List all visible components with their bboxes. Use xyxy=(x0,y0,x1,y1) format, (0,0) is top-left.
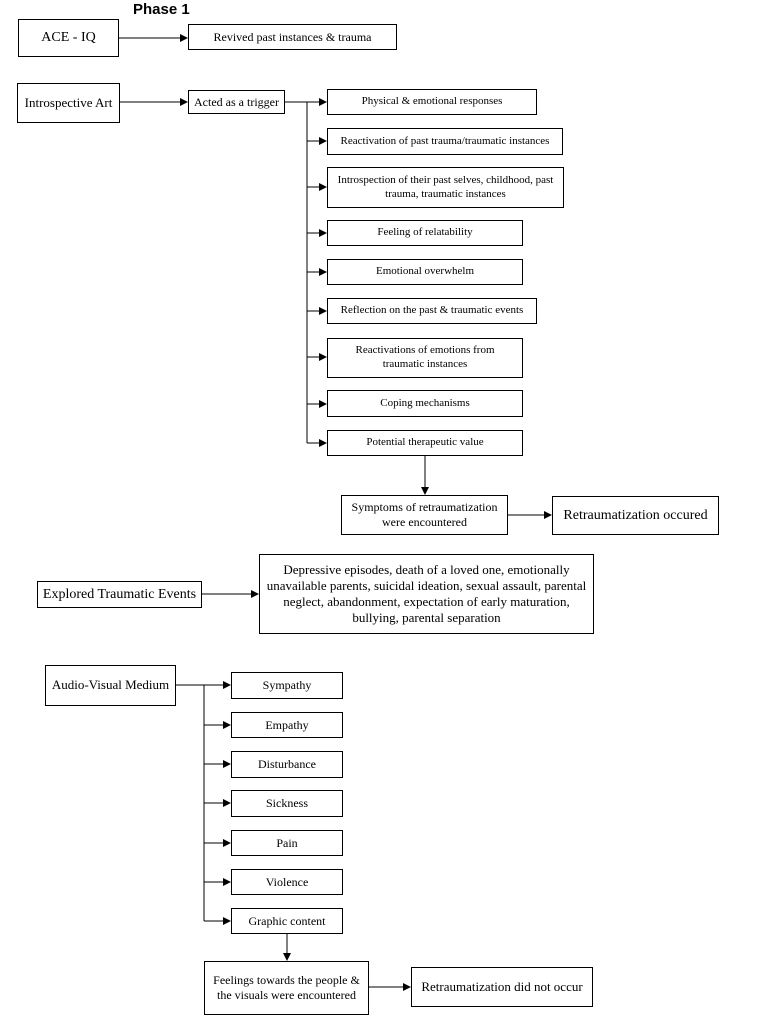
phase-title: Phase 1 xyxy=(133,1,190,18)
node-response-4: Feeling of relatability xyxy=(327,220,523,246)
node-acted-as-trigger: Acted as a trigger xyxy=(188,90,285,114)
node-audio-visual-medium: Audio-Visual Medium xyxy=(45,665,176,706)
node-response-3: Introspection of their past selves, chil… xyxy=(327,167,564,208)
node-explored-traumatic-events: Explored Traumatic Events xyxy=(37,581,202,608)
node-retraumatization-occurred: Retraumatization occured xyxy=(552,496,719,535)
node-response-5: Emotional overwhelm xyxy=(327,259,523,285)
node-introspective-art: Introspective Art xyxy=(17,83,120,123)
node-retraumatization-not-occur: Retraumatization did not occur xyxy=(411,967,593,1007)
node-events-list: Depressive episodes, death of a loved on… xyxy=(259,554,594,634)
node-av-sickness: Sickness xyxy=(231,790,343,817)
node-av-violence: Violence xyxy=(231,869,343,895)
node-av-empathy: Empathy xyxy=(231,712,343,738)
node-symptoms-encountered: Symptoms of retraumatization were encoun… xyxy=(341,495,508,535)
node-response-2: Reactivation of past trauma/traumatic in… xyxy=(327,128,563,155)
node-av-sympathy: Sympathy xyxy=(231,672,343,699)
node-feelings-encountered: Feelings towards the people & the visual… xyxy=(204,961,369,1015)
node-response-6: Reflection on the past & traumatic event… xyxy=(327,298,537,324)
node-av-disturbance: Disturbance xyxy=(231,751,343,778)
node-av-graphic-content: Graphic content xyxy=(231,908,343,934)
node-av-pain: Pain xyxy=(231,830,343,856)
node-ace-iq: ACE - IQ xyxy=(18,19,119,57)
node-response-1: Physical & emotional responses xyxy=(327,89,537,115)
node-revived-past: Revived past instances & trauma xyxy=(188,24,397,50)
node-response-8: Coping mechanisms xyxy=(327,390,523,417)
node-response-9: Potential therapeutic value xyxy=(327,430,523,456)
node-response-7: Reactivations of emotions from traumatic… xyxy=(327,338,523,378)
